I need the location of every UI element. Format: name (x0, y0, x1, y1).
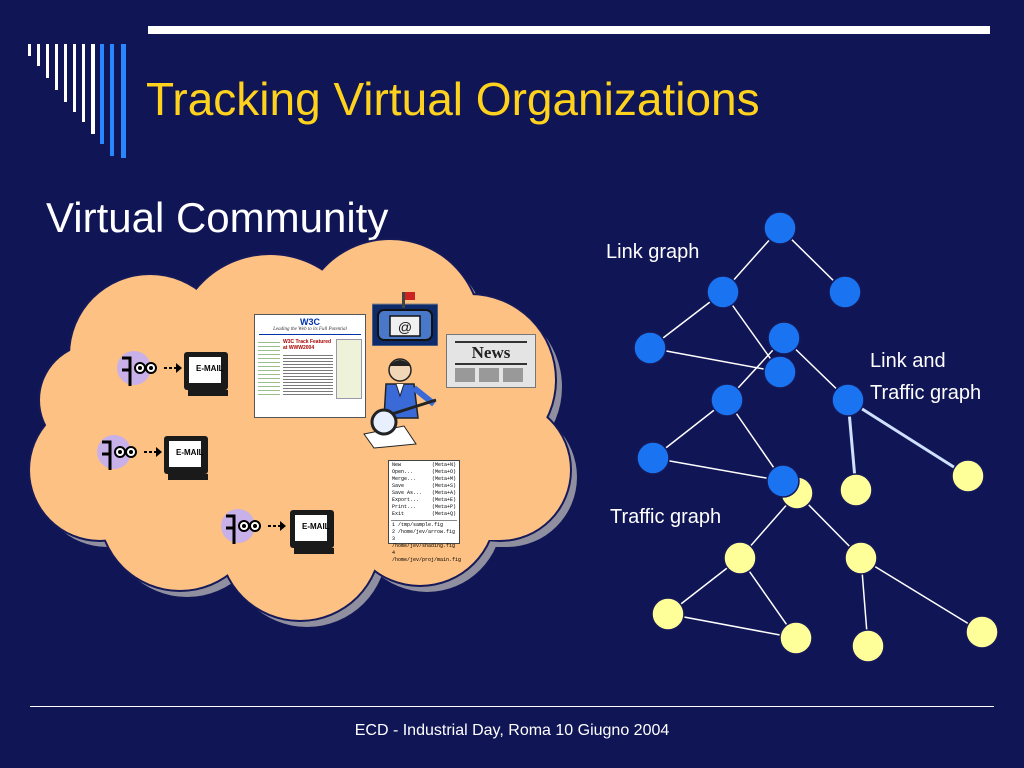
link-node (706, 275, 740, 309)
menu-item-shortcut: (Meta+Q) (431, 511, 456, 517)
menu-item: Save (Meta+S) (392, 483, 456, 490)
link-node (633, 331, 667, 365)
menu-item-label: Export... (392, 497, 420, 503)
menu-item-shortcut: (Meta+S) (431, 483, 456, 489)
link-graph-label: Link graph (606, 241, 700, 263)
email-label-1: E-MAIL (196, 364, 224, 373)
menu-item-label: Print... (392, 504, 417, 510)
newspaper-icon: News (446, 334, 536, 388)
webpage-thumbnail: W3C Leading the Web to its Full Potentia… (254, 314, 366, 418)
traffic-graph-label: Traffic graph (610, 506, 722, 528)
traffic-node (839, 473, 873, 507)
menu-item: Save As... (Meta+A) (392, 490, 456, 497)
link-node (710, 383, 744, 417)
traffic-node (723, 541, 757, 575)
recent-file-item: 1 /tmp/sample.fig (392, 522, 444, 528)
slide-title: Tracking Virtual Organizations (146, 73, 760, 125)
mail-at-symbol: @ (398, 319, 412, 335)
slide-subtitle: Virtual Community (46, 194, 389, 241)
recent-file-item: 3 /home/jev/shading.fig (392, 536, 456, 549)
menu-item: Export... (Meta+E) (392, 497, 456, 504)
menu-item: Merge... (Meta+M) (392, 476, 456, 483)
menu-item-label: Merge... (392, 476, 417, 482)
menu-item-shortcut: (Meta+A) (431, 490, 456, 496)
user-3 (219, 507, 334, 554)
header-stripes-decoration (28, 44, 138, 164)
menu-item-label: Open... (392, 469, 414, 475)
link-node (767, 321, 801, 355)
link-node (763, 355, 797, 389)
file-menu-thumbnail: New (Meta+N) Open... (Meta+O) Merge... (Meta+… (388, 460, 461, 563)
menu-item-label: Save (392, 483, 405, 489)
w3c-logo-text: W3C (300, 317, 320, 327)
header-rule (148, 26, 990, 34)
link-traffic-graph-label-line1: Link and (870, 350, 946, 372)
traffic-node (965, 615, 999, 649)
traffic-node (651, 597, 685, 631)
traffic-node (851, 629, 885, 663)
newspaper-title: News (455, 341, 527, 365)
link-traffic-edges (846, 398, 969, 491)
menu-item-shortcut: (Meta+N) (431, 462, 456, 468)
traffic-node (844, 541, 878, 575)
traffic-node (779, 621, 813, 655)
blue-nodes (633, 211, 865, 498)
menu-item-shortcut: (Meta+P) (431, 504, 456, 510)
menu-item: Exit (Meta+Q) (392, 511, 456, 518)
link-node (636, 441, 670, 475)
mailbox-icon: @ (372, 292, 438, 346)
recent-file-item: 2 /home/jev/arrow.fig (392, 529, 456, 535)
email-label-3: E-MAIL (302, 522, 330, 531)
menu-item-label: Save As... (392, 490, 423, 496)
menu-item-label: New (392, 462, 402, 468)
menu-item: Print... (Meta+P) (392, 504, 456, 511)
user-1 (115, 349, 228, 396)
footer-rule (30, 706, 994, 707)
link-node (828, 275, 862, 309)
menu-item: New (Meta+N) (392, 462, 456, 469)
menu-item-shortcut: (Meta+O) (431, 469, 456, 475)
menu-item-shortcut: (Meta+E) (431, 497, 456, 503)
w3c-tagline: Leading the Web to its Full Potential (273, 327, 347, 332)
slide-footer: ECD - Industrial Day, Roma 10 Giugno 200… (354, 722, 670, 739)
menu-item: Open... (Meta+O) (392, 469, 456, 476)
link-node (831, 383, 865, 417)
link-traffic-graph-label-line2: Traffic graph (870, 382, 982, 404)
w3c-featured-headline: W3C Track Featured at WWW2004 (283, 339, 332, 351)
searching-man-icon (356, 356, 452, 452)
email-label-2: E-MAIL (176, 448, 204, 457)
link-graph-edges (649, 227, 849, 482)
user-2 (95, 433, 208, 480)
link-node (766, 464, 800, 498)
traffic-node (951, 459, 985, 493)
menu-item-label: Exit (392, 511, 405, 517)
link-node (763, 211, 797, 245)
yellow-nodes (651, 459, 999, 663)
menu-item-shortcut: (Meta+M) (431, 476, 456, 482)
recent-file-item: 4 /home/jev/proj/main.fig (392, 550, 462, 563)
